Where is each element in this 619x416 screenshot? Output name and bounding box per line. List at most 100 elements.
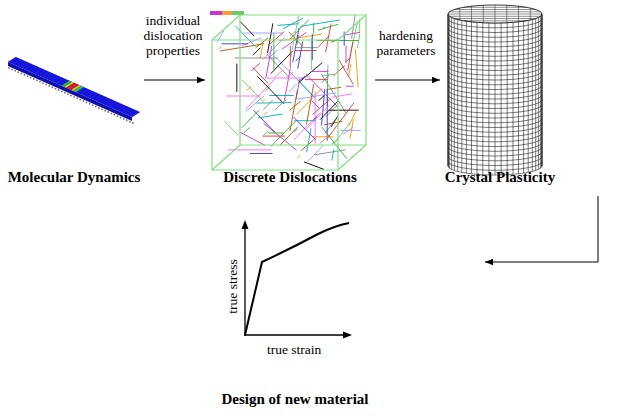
dislocation-line xyxy=(220,44,264,51)
mesh-line xyxy=(464,20,526,21)
dislocation-line xyxy=(263,100,273,110)
atom-dot xyxy=(11,68,13,70)
atom-dot xyxy=(48,85,50,87)
colorbar xyxy=(222,11,232,15)
dislocation-line xyxy=(253,48,260,56)
dislocation-line xyxy=(295,50,316,51)
dislocation-line xyxy=(355,49,358,88)
dislocation-line xyxy=(271,121,296,146)
dislocation-line xyxy=(226,96,260,97)
dislocation-line xyxy=(297,155,300,158)
atom-dot xyxy=(114,114,116,116)
dislocation-line xyxy=(242,110,259,128)
dislocation-line xyxy=(305,79,327,80)
stress-strain-curve xyxy=(245,223,349,335)
dislocation-line xyxy=(346,46,347,64)
dislocation-line xyxy=(294,93,336,100)
slab-face xyxy=(8,57,140,117)
dislocation-line xyxy=(235,58,278,59)
mesh-line xyxy=(542,14,543,166)
dislocation-line xyxy=(263,130,269,135)
mesh-line xyxy=(448,14,542,15)
dislocation-line xyxy=(256,38,269,48)
edge-label: hardening parameters xyxy=(368,28,444,58)
atom-dot xyxy=(132,122,134,124)
dislocation-line xyxy=(308,146,323,161)
atom-dot xyxy=(79,99,81,101)
dislocation-line xyxy=(275,99,286,109)
flow-arrow xyxy=(375,80,440,81)
dislocation-line xyxy=(242,80,262,101)
cube-edge xyxy=(240,14,366,15)
cylinder-top xyxy=(448,5,542,23)
stage-node: Crystal Plasticity xyxy=(440,0,600,196)
dislocation-line xyxy=(319,95,325,100)
dislocation-line xyxy=(283,18,303,29)
axis-head xyxy=(343,332,352,339)
dislocation-line xyxy=(318,24,338,30)
dislocation-line xyxy=(337,123,350,140)
dislocation-line xyxy=(258,114,282,118)
dislocation-line xyxy=(312,101,320,109)
dislocation-line xyxy=(299,63,323,83)
mesh-line xyxy=(506,5,507,22)
dislocation-line xyxy=(257,102,292,104)
dislocation-line xyxy=(357,34,359,48)
mesh-line xyxy=(477,22,478,174)
mesh-line xyxy=(454,18,535,19)
mesh-line xyxy=(530,8,531,20)
slab-side xyxy=(8,62,132,121)
dislocation-line xyxy=(300,76,305,80)
mesh-line xyxy=(518,6,519,22)
atom-dot xyxy=(129,121,131,123)
dislocation-line xyxy=(312,71,328,72)
dislocation-line xyxy=(262,100,265,103)
atom-dot xyxy=(120,117,122,119)
mesh-line xyxy=(449,16,450,168)
mesh-line xyxy=(450,16,541,17)
mesh-line xyxy=(540,16,541,168)
atom-dot xyxy=(64,92,66,94)
stress-strain-chart xyxy=(242,220,353,339)
dislocation-line xyxy=(254,110,276,133)
cube-edge xyxy=(240,144,366,145)
axis-label: true strain xyxy=(267,342,321,357)
atom-dot xyxy=(61,90,63,92)
dislocation-line xyxy=(313,136,334,137)
atom-dot xyxy=(55,88,57,90)
dislocation-line xyxy=(266,46,272,77)
cube-edge xyxy=(212,15,240,40)
md-slab xyxy=(8,57,140,124)
y-axis xyxy=(244,226,245,336)
mesh-line xyxy=(507,23,508,175)
dislocation-line xyxy=(294,117,316,140)
stage-node: Molecular Dynamics xyxy=(4,0,144,196)
mesh-line xyxy=(523,21,524,173)
cube-edge xyxy=(338,15,366,40)
arrow-head xyxy=(197,77,205,83)
mesh-line xyxy=(535,19,536,171)
atom-dot xyxy=(86,101,88,103)
atom-dot xyxy=(27,75,29,77)
atom-dot xyxy=(42,82,44,84)
dislocation-line xyxy=(320,101,338,120)
mesh-line xyxy=(538,17,539,169)
stage-caption: Design of new material xyxy=(213,390,377,408)
dislocation-line xyxy=(332,94,353,97)
dislocation-line xyxy=(289,84,297,92)
stage-caption: Molecular Dynamics xyxy=(2,168,146,186)
atom-dot xyxy=(73,96,75,98)
dislocation-cube xyxy=(210,11,366,170)
cube-edge xyxy=(211,40,212,170)
atom-dot xyxy=(83,100,85,102)
mesh-line xyxy=(488,23,489,175)
mesh-line xyxy=(482,23,483,175)
dislocation-line xyxy=(296,47,317,48)
dislocation-line xyxy=(251,63,260,71)
mesh-line xyxy=(513,22,514,174)
atom-dot xyxy=(24,74,26,76)
dislocation-line xyxy=(320,138,326,143)
mesh-line xyxy=(454,19,455,171)
atom-dot xyxy=(104,110,106,112)
